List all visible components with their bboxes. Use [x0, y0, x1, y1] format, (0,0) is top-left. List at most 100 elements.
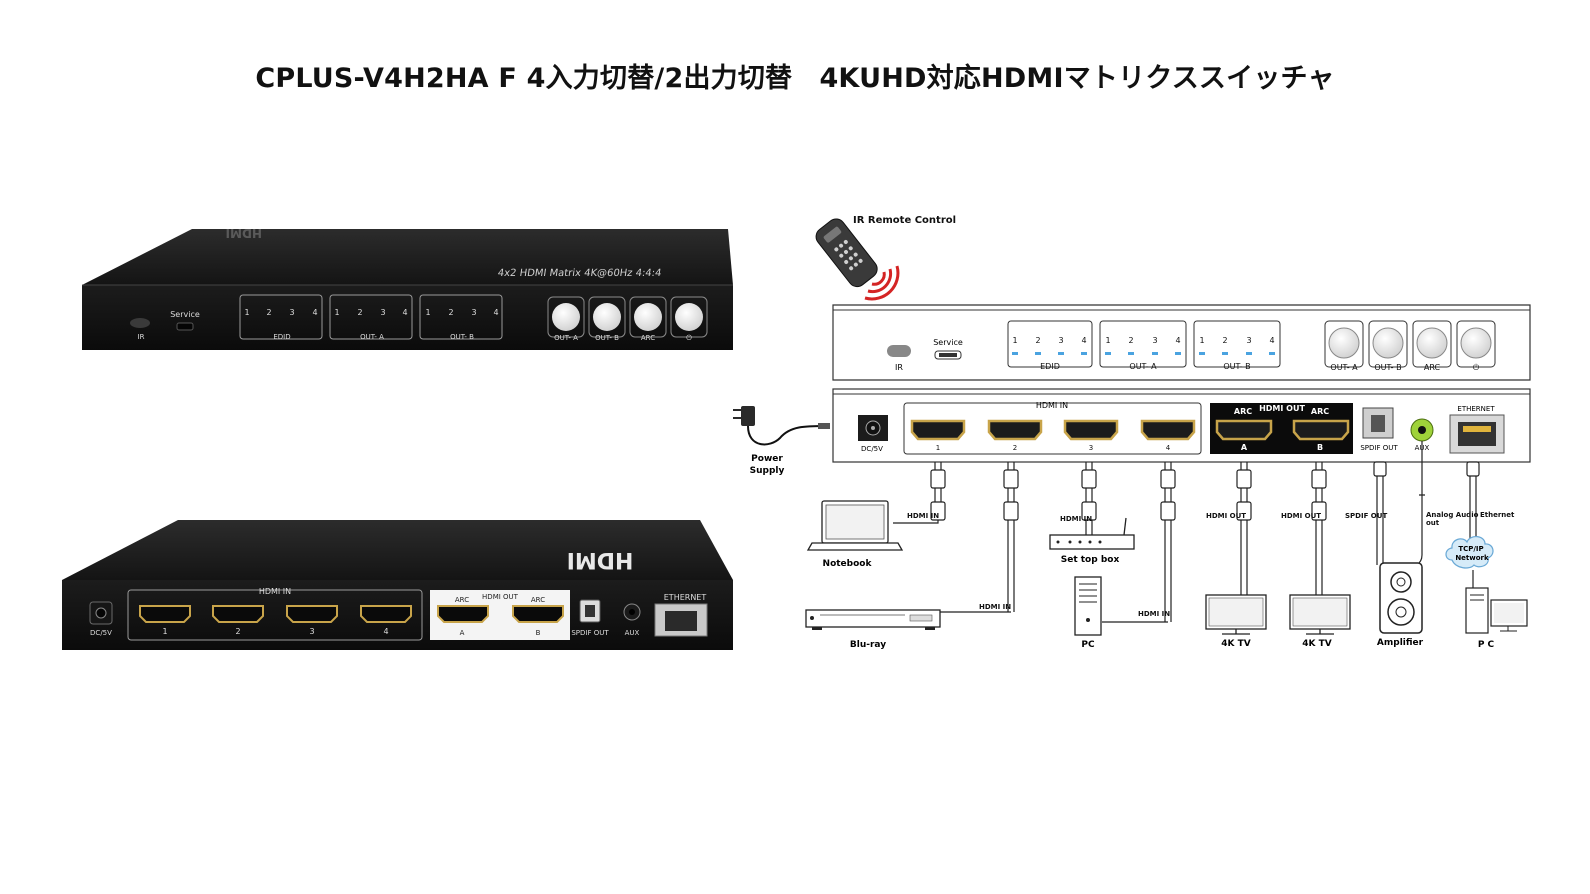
device-settop: Set top box [1049, 517, 1135, 565]
diagram-hdmi-in-num-1: 1 [936, 444, 940, 452]
cable-label-ethernet: Ethernet [1480, 511, 1515, 519]
cable-label-analog-2: out [1426, 519, 1440, 527]
network-label-2: Network [1455, 554, 1489, 562]
network-pc-icon [1465, 587, 1528, 634]
diagram-rear-ethernet-label: ETHERNET [1457, 405, 1495, 413]
diagram-edid-num-1: 1 [1012, 336, 1017, 345]
diagram-outb-num-4: 4 [1269, 336, 1274, 345]
device-label-notebook: Notebook [823, 559, 873, 569]
photo-outa-num-3: 3 [380, 308, 385, 317]
photo-hdmi-in-group [127, 589, 423, 641]
tv-icon-a [1205, 594, 1267, 635]
cable-label-spdif: SPDIF OUT [1345, 512, 1387, 520]
diagram-out-b-button [1372, 327, 1404, 359]
photo-hdmi-in-num-4: 4 [383, 627, 388, 636]
photo-edid-label: EDID [273, 333, 290, 341]
photo-back-spdif-label: SPDIF OUT [571, 629, 609, 637]
power-adapter-icon [741, 406, 755, 426]
device-network: TCP/IP Network P C [1445, 536, 1528, 650]
device-amplifier: Amplifier [1377, 562, 1424, 648]
photo-hdmi-out-label: HDMI OUT [482, 593, 519, 601]
photo-front-top-brand: HDMI [226, 226, 262, 240]
ir-remote-control: IR Remote Control [815, 215, 956, 301]
cable-label-notebook: HDMI IN [907, 512, 939, 520]
device-tv-b: 4K TV [1289, 594, 1351, 649]
power-supply-label-1: Power [751, 454, 783, 464]
diagram-arc-label-a: ARC [1234, 407, 1252, 416]
photo-back-dc-label: DC/5V [90, 629, 112, 637]
diagram-out-letter-a: A [1241, 443, 1248, 452]
photo-edid-num-4: 4 [312, 308, 317, 317]
photo-edid-num-2: 2 [266, 308, 271, 317]
photo-btn-label-out-b: OUT- B [595, 334, 619, 342]
diagram-rear-panel: DC/5V HDMI IN 1 2 3 4 ARC HDMI OUT ARC A [832, 388, 1531, 463]
diagram-outa-num-2: 2 [1128, 336, 1133, 345]
photo-outb-num-1: 1 [425, 308, 430, 317]
photo-front-buttons: OUT- A OUT- B ARC ⏻ [547, 296, 708, 342]
photo-arc-label-a: ARC [455, 596, 469, 604]
device-label-pc: PC [1081, 640, 1095, 650]
photo-btn-label-arc: ARC [641, 334, 655, 342]
photo-front-panel: HDMI 4x2 HDMI Matrix 4K@60Hz 4:4:4 IR Se… [82, 226, 733, 350]
photo-out-letter-a: A [460, 629, 465, 637]
diagram-btn-label-out-a: OUT- A [1330, 363, 1358, 372]
bluray-player-icon [805, 609, 941, 630]
diagram-front-panel: IR Service 1 2 3 4 1 2 3 4 1 2 3 4 [832, 304, 1531, 381]
photo-outa-num-2: 2 [357, 308, 362, 317]
device-notebook: Notebook [806, 500, 904, 569]
photo-outa-num-1: 1 [334, 308, 339, 317]
device-label-amplifier: Amplifier [1377, 638, 1424, 648]
device-label-tv-b: 4K TV [1302, 639, 1332, 649]
power-supply: Power Supply [733, 406, 830, 476]
diagram-out-a-button [1328, 327, 1360, 359]
diagram-hdmi-out-port-a [1215, 419, 1273, 441]
cable-label-settop: HDMI IN [1060, 515, 1092, 523]
photo-usb-service-port [176, 322, 194, 331]
tv-icon-b [1289, 594, 1351, 635]
diagram-arc-button [1416, 327, 1448, 359]
photo-outb-num-3: 3 [471, 308, 476, 317]
cable-label-bluray: HDMI IN [979, 603, 1011, 611]
photo-outb-num-2: 2 [448, 308, 453, 317]
ir-signal-icon [864, 265, 900, 301]
diagram-power-button [1460, 327, 1492, 359]
photo-front-ir-label: IR [138, 333, 145, 341]
cable-label-pc: HDMI IN [1138, 610, 1170, 618]
photo-power-icon: ⏻ [686, 334, 692, 342]
photo-power-button [675, 303, 703, 331]
diagram-btn-label-out-b: OUT- B [1374, 363, 1401, 372]
photo-btn-label-out-a: OUT- A [554, 334, 578, 342]
photo-hdmi-out-port-a [437, 605, 489, 623]
photo-out-a-button [552, 303, 580, 331]
cable-label-tv-a: HDMI OUT [1206, 512, 1246, 520]
power-supply-label-2: Supply [750, 466, 785, 476]
photo-out-letter-b: B [536, 629, 541, 637]
device-tv-a: 4K TV [1205, 594, 1267, 649]
diagram-rear-hdmi-in-label: HDMI IN [1036, 401, 1068, 410]
device-label-pc-network: P C [1478, 640, 1495, 650]
photo-front-service-label: Service [170, 310, 200, 319]
photo-edid-num-1: 1 [244, 308, 249, 317]
page-title: CPLUS-V4H2HA F 4入力切替/2出力切替 4KUHD対応HDMIマト… [255, 63, 1335, 94]
diagram-led-indicators [1012, 352, 1275, 355]
photo-outb-num-4: 4 [493, 308, 498, 317]
diagram-edid-num-4: 4 [1081, 336, 1086, 345]
diagram-outa-num-4: 4 [1175, 336, 1180, 345]
diagram-front-service-label: Service [933, 338, 963, 347]
set-top-box-icon [1049, 517, 1135, 550]
connection-diagram: IR Remote Control IR Service 1 2 3 4 1 2… [733, 215, 1531, 650]
photo-out-b-button [593, 303, 621, 331]
photo-back-aux-label: AUX [625, 629, 640, 637]
photo-outa-num-4: 4 [402, 308, 407, 317]
cable-connectors [930, 461, 1480, 521]
diagram-outb-num-3: 3 [1246, 336, 1251, 345]
photo-outb-label: OUT- B [450, 333, 474, 341]
photo-edid-num-3: 3 [289, 308, 294, 317]
photo-hdmi-in-num-3: 3 [309, 627, 314, 636]
diagram-outb-num-1: 1 [1199, 336, 1204, 345]
diagram-hdmi-out-label: HDMI OUT [1259, 404, 1305, 413]
diagram-power-icon: ⏻ [1473, 363, 1480, 372]
photo-hdmi-out-port-b [512, 605, 564, 623]
diagram-outb-label: OUT- B [1223, 362, 1250, 371]
